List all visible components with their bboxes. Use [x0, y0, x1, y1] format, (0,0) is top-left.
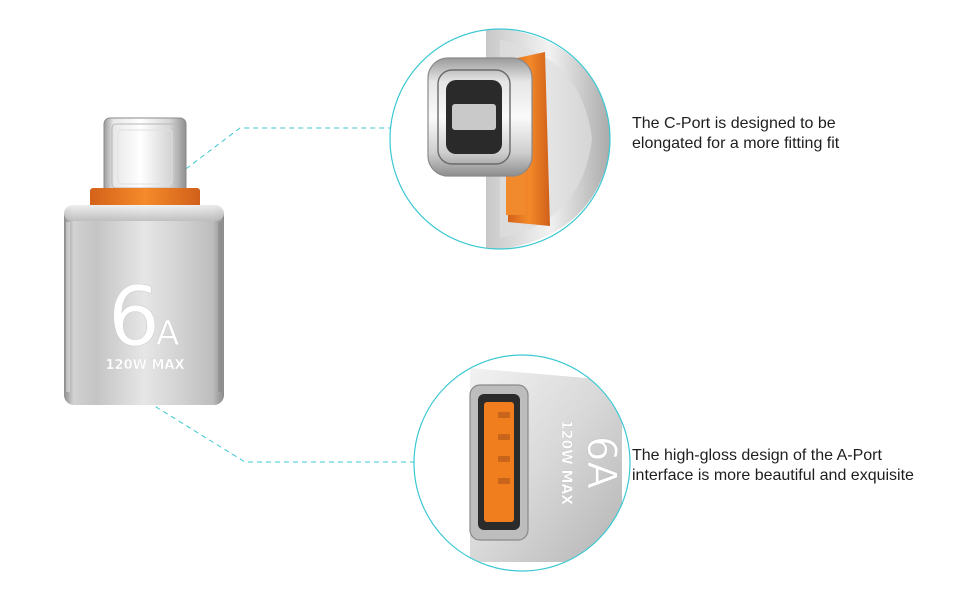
- a-port-power-label: 120W MAX: [558, 420, 574, 505]
- a-port-caption-line2: interface is more beautiful and exquisit…: [632, 467, 914, 484]
- adapter-product: 6 A 120W MAX: [64, 117, 224, 405]
- c-port-caption-line2: elongated for a more fitting fit: [632, 135, 840, 152]
- c-port-detail: [389, 28, 611, 250]
- power-label: 120W MAX: [105, 358, 184, 373]
- c-port-caption: The C-Port is designed to be elongated f…: [632, 114, 839, 154]
- rating-unit: A: [156, 314, 179, 354]
- a-port-detail: 6A 120W MAX: [413, 354, 631, 572]
- a-port-rating-label: 6A: [578, 436, 624, 489]
- zoom-circle-a: [413, 354, 631, 572]
- adapter-body: [64, 205, 224, 405]
- usb-c-plug-icon: [103, 117, 187, 195]
- a-port-caption: The high-gloss design of the A-Port inte…: [632, 446, 914, 486]
- a-port-caption-line1: The high-gloss design of the A-Port: [632, 447, 882, 464]
- orange-collar: [90, 188, 200, 208]
- guide-line-a-port: [147, 401, 415, 463]
- c-port-caption-line1: The C-Port is designed to be: [632, 115, 836, 132]
- rating-big-digit: 6: [108, 270, 160, 365]
- zoom-circle-c: [389, 28, 611, 250]
